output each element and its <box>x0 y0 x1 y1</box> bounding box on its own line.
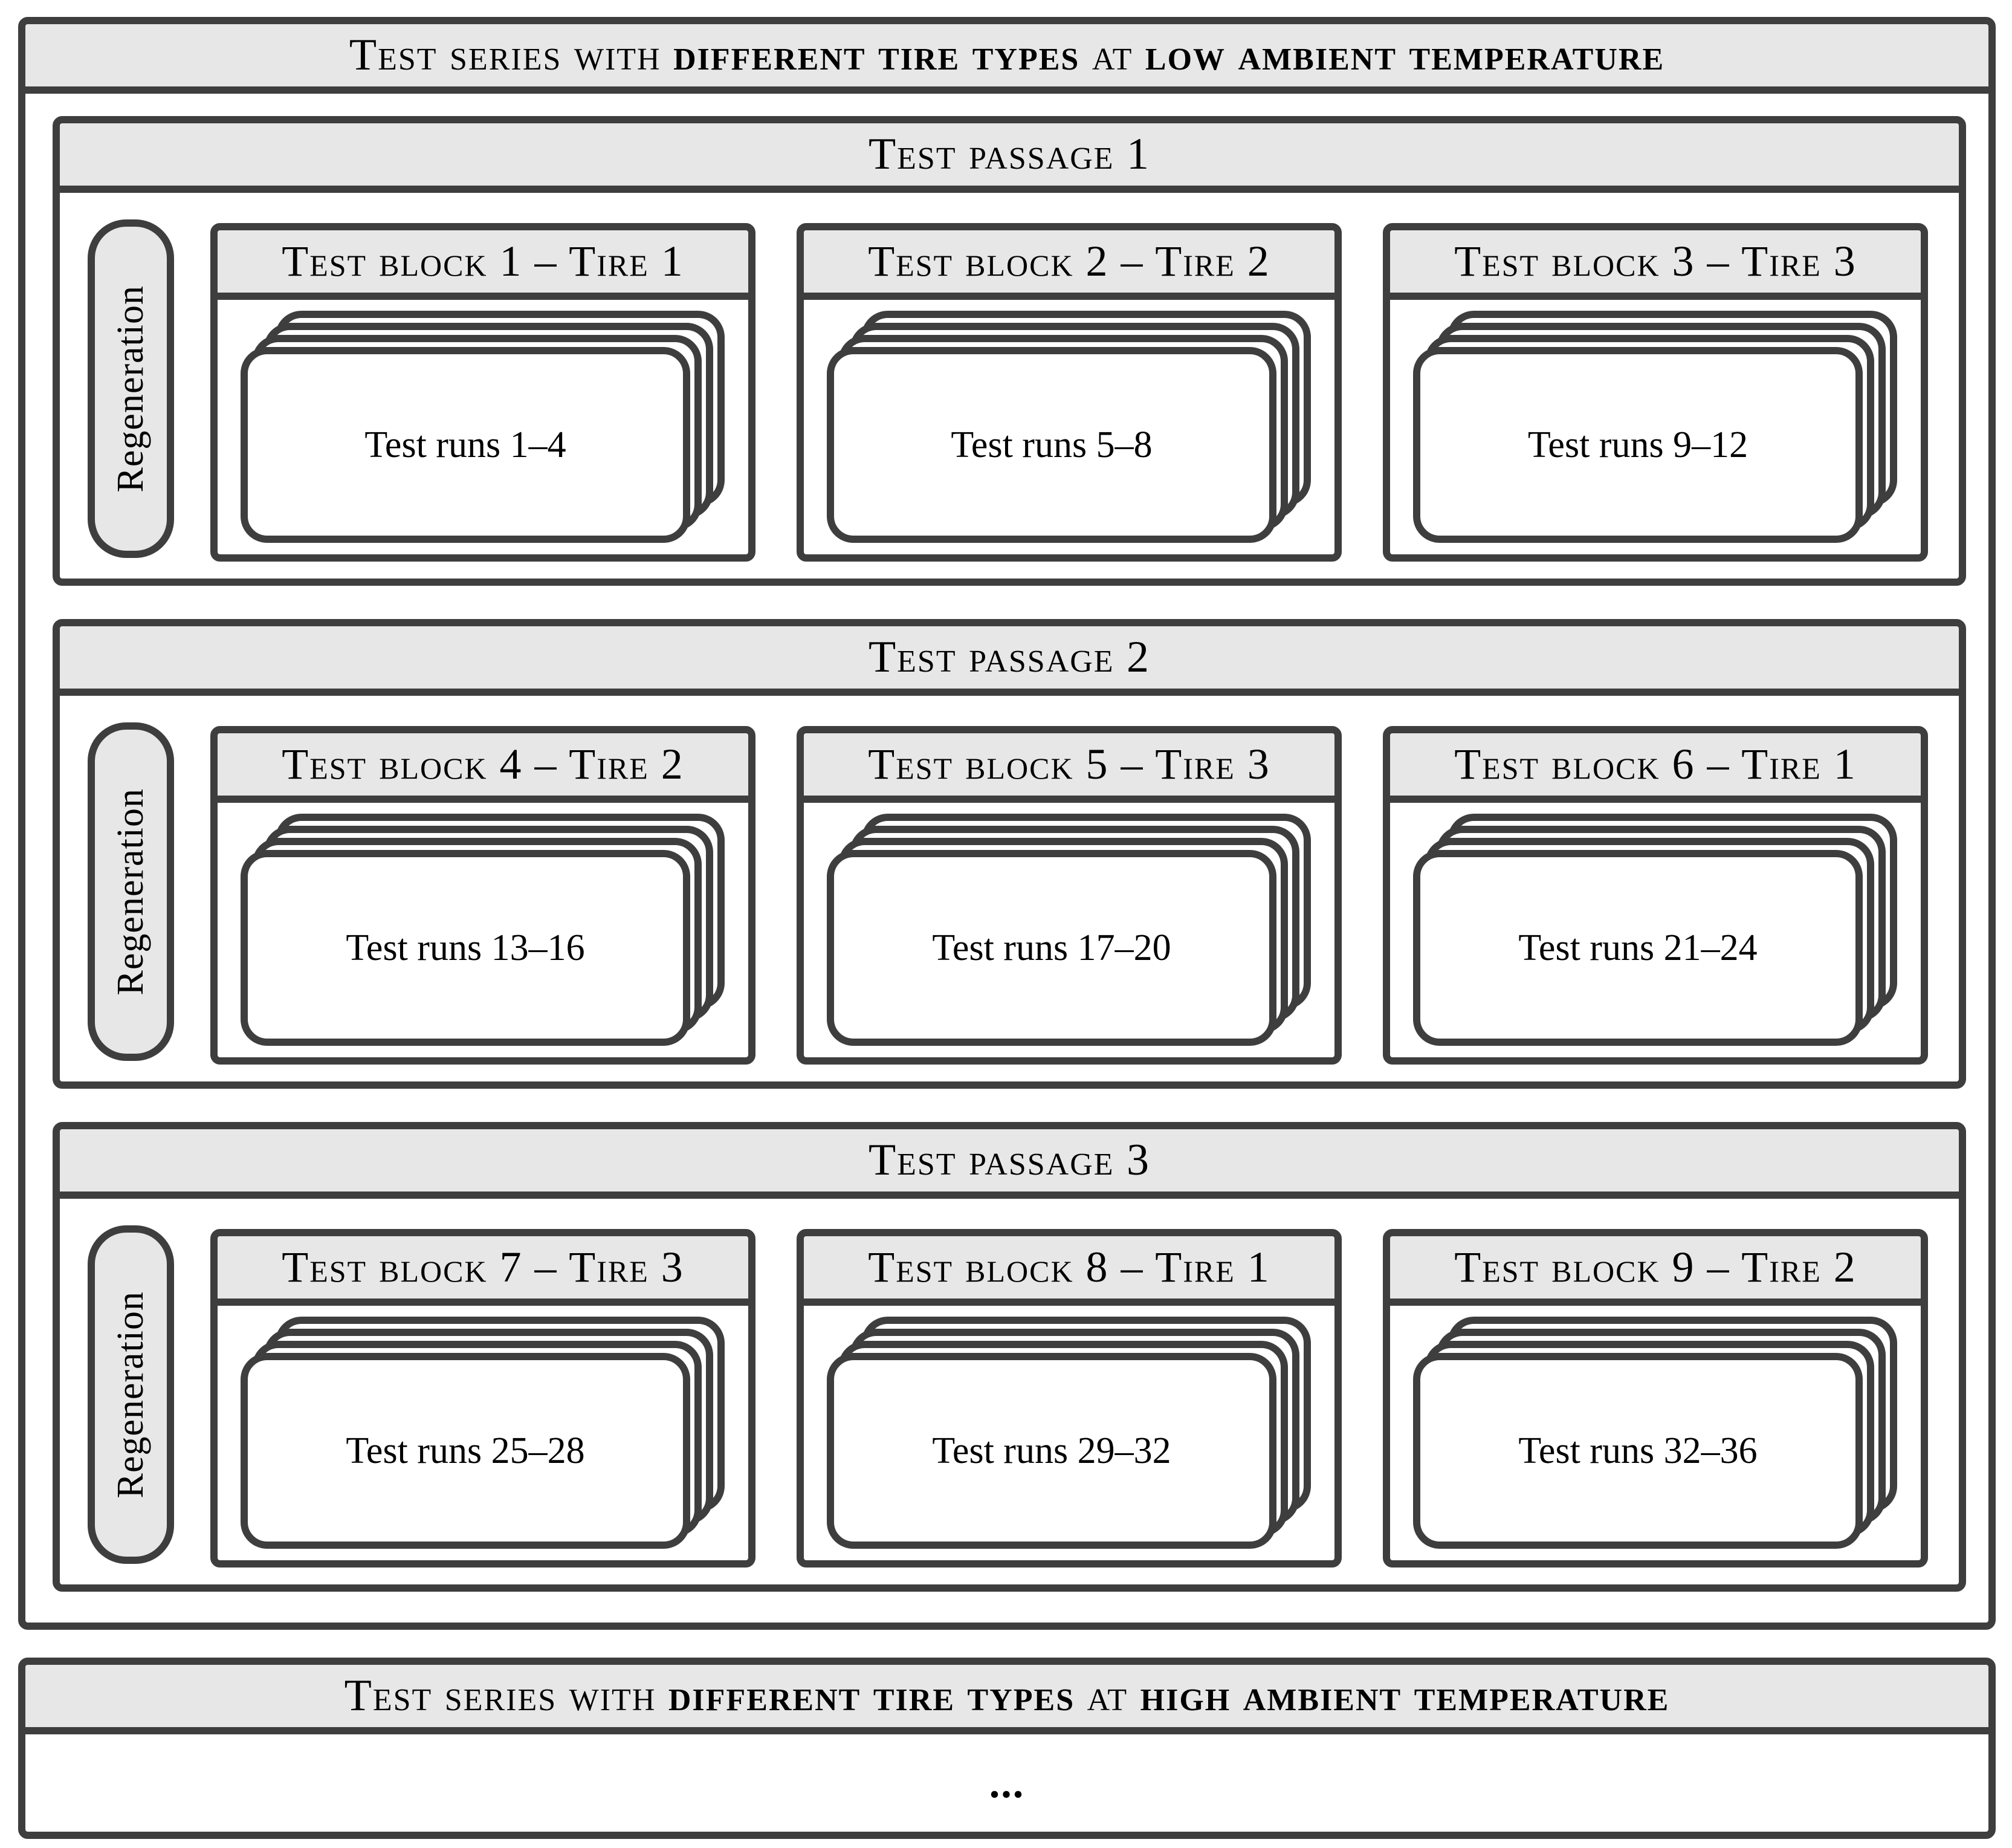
passage-2-header: Test passage 2 <box>60 626 1959 696</box>
test-block-5-body: Test runs 17–20 <box>804 803 1334 1057</box>
series-low-title-bold-tires: different tire types <box>673 30 1080 80</box>
test-block-6-title: Test block 6 – Tire 1 <box>1454 740 1857 788</box>
regeneration-label: Regeneration <box>110 285 151 493</box>
test-runs-label: Test runs 5–8 <box>951 424 1153 465</box>
series-high-title-bold-temp: high ambient temperature <box>1140 1671 1670 1720</box>
passage-3-body: Regeneration Test block 7 – Tire 3 Test … <box>60 1199 1959 1584</box>
test-block-9-title: Test block 9 – Tire 2 <box>1454 1243 1857 1291</box>
series-high-body: ... <box>25 1734 1988 1833</box>
test-block-3-body: Test runs 9–12 <box>1390 300 1921 554</box>
test-runs-label: Test runs 29–32 <box>932 1430 1171 1471</box>
test-runs-card: Test runs 9–12 <box>1413 347 1863 543</box>
test-runs-card: Test runs 29–32 <box>827 1353 1276 1549</box>
test-runs-label: Test runs 21–24 <box>1518 927 1758 968</box>
test-runs-label: Test runs 13–16 <box>346 927 585 968</box>
passage-3-header: Test passage 3 <box>60 1129 1959 1199</box>
test-block-8-title: Test block 8 – Tire 1 <box>868 1243 1270 1291</box>
passage-3: Test passage 3 Regeneration Test block 7… <box>53 1122 1966 1592</box>
series-low-title-mid: at <box>1079 30 1145 80</box>
test-runs-stack: Test runs 32–36 <box>1413 1317 1897 1549</box>
series-box-low-temperature: Test series with different tire types at… <box>18 17 1996 1630</box>
test-runs-stack: Test runs 29–32 <box>827 1317 1311 1549</box>
test-block-7-header: Test block 7 – Tire 3 <box>218 1236 748 1306</box>
test-runs-stack: Test runs 1–4 <box>241 311 725 543</box>
test-block-5: Test block 5 – Tire 3 Test runs 17–20 <box>797 726 1342 1065</box>
test-block-3-header: Test block 3 – Tire 3 <box>1390 230 1921 300</box>
passage-1-title: Test passage 1 <box>868 129 1151 179</box>
test-block-2-title: Test block 2 – Tire 2 <box>868 237 1270 285</box>
test-block-8-header: Test block 8 – Tire 1 <box>804 1236 1334 1306</box>
test-runs-label: Test runs 32–36 <box>1518 1430 1758 1471</box>
test-block-2: Test block 2 – Tire 2 Test runs 5–8 <box>797 223 1342 562</box>
passage-2-body: Regeneration Test block 4 – Tire 2 Test … <box>60 696 1959 1081</box>
test-block-4-title: Test block 4 – Tire 2 <box>282 740 684 788</box>
test-block-4-body: Test runs 13–16 <box>218 803 748 1057</box>
test-runs-card: Test runs 5–8 <box>827 347 1276 543</box>
test-runs-card: Test runs 21–24 <box>1413 850 1863 1046</box>
test-runs-card: Test runs 25–28 <box>241 1353 690 1549</box>
test-runs-stack: Test runs 25–28 <box>241 1317 725 1549</box>
passage-1-header: Test passage 1 <box>60 123 1959 193</box>
test-runs-card: Test runs 32–36 <box>1413 1353 1863 1549</box>
test-block-6: Test block 6 – Tire 1 Test runs 21–24 <box>1383 726 1928 1065</box>
test-block-3: Test block 3 – Tire 3 Test runs 9–12 <box>1383 223 1928 562</box>
passage-1-body: Regeneration Test block 1 – Tire 1 Test … <box>60 193 1959 579</box>
test-block-8-body: Test runs 29–32 <box>804 1306 1334 1560</box>
ellipsis-label: ... <box>989 1760 1025 1807</box>
test-runs-label: Test runs 25–28 <box>346 1430 585 1471</box>
test-block-2-body: Test runs 5–8 <box>804 300 1334 554</box>
test-block-9-body: Test runs 32–36 <box>1390 1306 1921 1560</box>
test-runs-stack: Test runs 17–20 <box>827 814 1311 1046</box>
series-high-header: Test series with different tire types at… <box>25 1665 1988 1734</box>
regeneration-label: Regeneration <box>110 1291 151 1499</box>
test-runs-label: Test runs 17–20 <box>932 927 1171 968</box>
test-block-5-title: Test block 5 – Tire 3 <box>868 740 1270 788</box>
test-block-4-header: Test block 4 – Tire 2 <box>218 733 748 803</box>
test-block-8: Test block 8 – Tire 1 Test runs 29–32 <box>797 1229 1342 1568</box>
test-runs-stack: Test runs 9–12 <box>1413 311 1897 543</box>
series-high-title-pre: Test series with <box>344 1671 668 1720</box>
test-runs-label: Test runs 1–4 <box>364 424 566 465</box>
series-high-title-bold-tires: different tire types <box>668 1671 1075 1720</box>
test-runs-stack: Test runs 13–16 <box>241 814 725 1046</box>
series-low-header: Test series with different tire types at… <box>25 24 1988 94</box>
passage-1-regeneration-pill: Regeneration <box>88 219 174 558</box>
test-block-5-header: Test block 5 – Tire 3 <box>804 733 1334 803</box>
test-runs-card: Test runs 1–4 <box>241 347 690 543</box>
passage-2-regeneration-pill: Regeneration <box>88 722 174 1061</box>
test-block-9: Test block 9 – Tire 2 Test runs 32–36 <box>1383 1229 1928 1568</box>
test-block-6-body: Test runs 21–24 <box>1390 803 1921 1057</box>
test-runs-card: Test runs 13–16 <box>241 850 690 1046</box>
passage-1: Test passage 1 Regeneration Test block 1… <box>53 116 1966 586</box>
test-runs-stack: Test runs 5–8 <box>827 311 1311 543</box>
test-runs-card: Test runs 17–20 <box>827 850 1276 1046</box>
test-runs-stack: Test runs 21–24 <box>1413 814 1897 1046</box>
test-block-4: Test block 4 – Tire 2 Test runs 13–16 <box>210 726 755 1065</box>
test-block-1-title: Test block 1 – Tire 1 <box>282 237 684 285</box>
series-low-title-pre: Test series with <box>349 30 674 80</box>
series-low-title-bold-temp: low ambient temperature <box>1145 30 1665 80</box>
regeneration-label: Regeneration <box>110 788 151 996</box>
test-block-6-header: Test block 6 – Tire 1 <box>1390 733 1921 803</box>
passage-2-title: Test passage 2 <box>868 632 1151 682</box>
series-high-title-mid: at <box>1075 1671 1140 1720</box>
test-block-1-body: Test runs 1–4 <box>218 300 748 554</box>
test-block-2-header: Test block 2 – Tire 2 <box>804 230 1334 300</box>
test-block-7-body: Test runs 25–28 <box>218 1306 748 1560</box>
passage-3-title: Test passage 3 <box>868 1135 1151 1185</box>
test-block-7: Test block 7 – Tire 3 Test runs 25–28 <box>210 1229 755 1568</box>
test-block-7-title: Test block 7 – Tire 3 <box>282 1243 684 1291</box>
passage-3-regeneration-pill: Regeneration <box>88 1225 174 1564</box>
passage-2: Test passage 2 Regeneration Test block 4… <box>53 619 1966 1089</box>
test-runs-label: Test runs 9–12 <box>1527 424 1748 465</box>
series-box-high-temperature: Test series with different tire types at… <box>18 1658 1996 1839</box>
test-block-3-title: Test block 3 – Tire 3 <box>1454 237 1857 285</box>
test-block-9-header: Test block 9 – Tire 2 <box>1390 1236 1921 1306</box>
test-block-1: Test block 1 – Tire 1 Test runs 1–4 <box>210 223 755 562</box>
test-block-1-header: Test block 1 – Tire 1 <box>218 230 748 300</box>
